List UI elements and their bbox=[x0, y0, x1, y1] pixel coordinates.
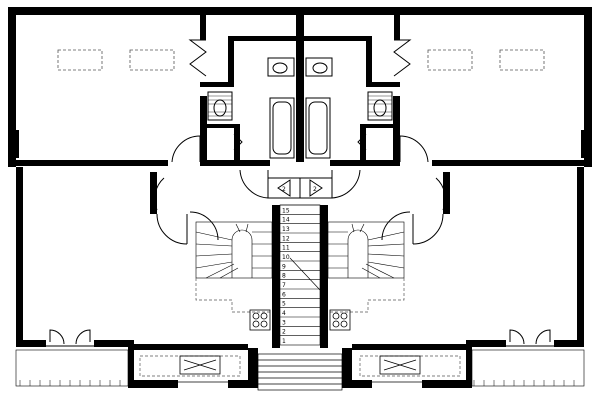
stair-number: 5 bbox=[282, 301, 286, 308]
stair-number: 12 bbox=[282, 235, 290, 242]
stair-number: 1 bbox=[282, 338, 286, 345]
entry-steps bbox=[257, 353, 343, 391]
landing bbox=[267, 177, 333, 199]
interior-walls bbox=[16, 7, 584, 350]
closet-outlines bbox=[57, 49, 545, 71]
winder-stair-left bbox=[195, 221, 273, 279]
front-door-left bbox=[46, 329, 94, 347]
stair-number: 4 bbox=[282, 310, 286, 317]
stair-number: 6 bbox=[282, 291, 286, 298]
stair-number: 3 bbox=[282, 319, 286, 326]
stair-number: 14 bbox=[282, 217, 290, 224]
stair-number: 10 bbox=[282, 254, 290, 261]
porch-railing-ticks bbox=[19, 380, 575, 386]
porch-left bbox=[15, 349, 129, 387]
stair-number: 2 bbox=[282, 329, 286, 336]
windows bbox=[134, 355, 466, 383]
winder-stair-right bbox=[327, 221, 405, 279]
stair-number: 9 bbox=[282, 263, 286, 270]
landing-marker-label: 2 bbox=[313, 186, 317, 193]
central-stair bbox=[279, 204, 321, 346]
bathroom-tiles bbox=[208, 95, 392, 117]
bathroom-fixtures bbox=[207, 57, 393, 159]
stair-number: 7 bbox=[282, 282, 286, 289]
landing-marker-label: 2 bbox=[282, 186, 286, 193]
landing-marker-left: 2 bbox=[277, 179, 291, 197]
stair-number: 15 bbox=[282, 207, 290, 214]
stair-number: 11 bbox=[282, 245, 290, 252]
landing-marker-right: 2 bbox=[309, 179, 323, 197]
front-door-right bbox=[506, 329, 554, 347]
stair-number: 8 bbox=[282, 273, 286, 280]
stair-number: 13 bbox=[282, 226, 290, 233]
appliances bbox=[249, 309, 351, 331]
porch-right bbox=[471, 349, 585, 387]
